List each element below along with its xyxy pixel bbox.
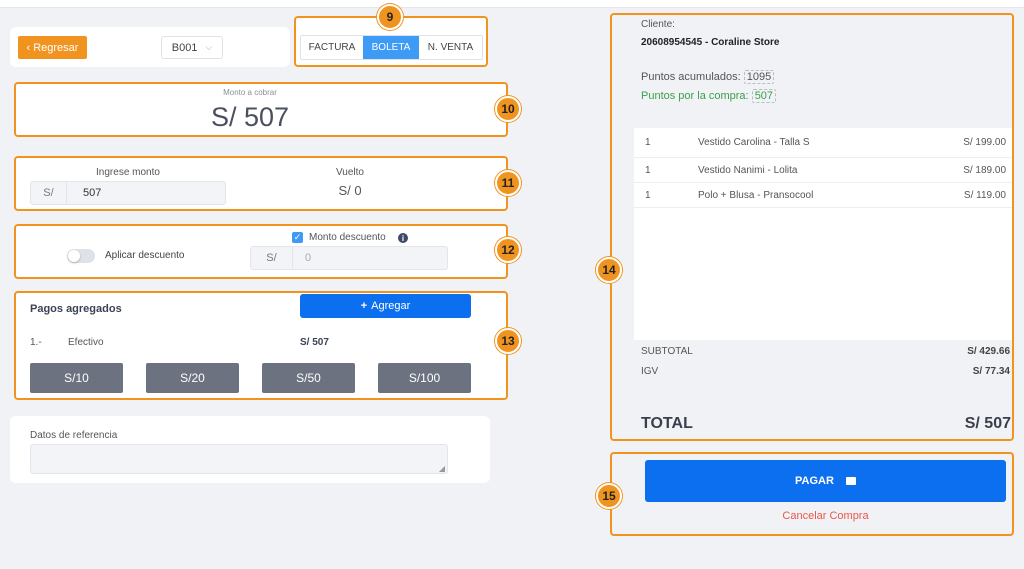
doc-type-segment: FACTURA BOLETA N. VENTA — [300, 35, 483, 60]
table-row[interactable]: 1 Vestido Nanimi - Lolita S/ 189.00 — [634, 158, 1012, 183]
monto-input[interactable]: S/ 507 — [30, 181, 226, 205]
series-select[interactable]: B001 ⌵ — [161, 36, 223, 59]
referencia-textarea[interactable]: ◢ — [30, 444, 448, 474]
cliente-label: Cliente: — [641, 19, 675, 30]
pay-button-label: PAGAR — [795, 475, 834, 487]
product-qty: 1 — [645, 164, 651, 176]
descuento-prefix: S/ — [251, 247, 293, 269]
monto-input-value: 507 — [83, 187, 102, 199]
payment-amount: S/ 507 — [300, 337, 329, 348]
badge-13: 13 — [495, 328, 521, 354]
vuelto-label: Vuelto — [336, 167, 364, 178]
descuento-input[interactable]: S/ 0 — [250, 246, 448, 270]
payment-method: Efectivo — [68, 337, 104, 348]
table-row[interactable]: 1 Polo + Blusa - Pransocool S/ 119.00 — [634, 183, 1012, 208]
pagos-title: Pagos agregados — [30, 303, 122, 315]
plus-icon: + — [360, 300, 368, 312]
product-name: Polo + Blusa - Pransocool — [698, 189, 814, 201]
monto-descuento-label: Monto descuento — [309, 232, 386, 243]
vuelto-value: S/ 0 — [338, 183, 362, 198]
product-price: S/ 199.00 — [963, 137, 1006, 148]
add-payment-label: Agregar — [371, 300, 411, 312]
puntos-acumulados-label: Puntos acumulados: — [641, 71, 741, 83]
product-qty: 1 — [645, 189, 651, 201]
descuento-placeholder: 0 — [305, 252, 312, 264]
product-price: S/ 119.00 — [963, 189, 1006, 201]
info-icon[interactable]: i — [398, 233, 408, 243]
resize-grip-icon: ◢ — [438, 464, 445, 473]
product-price: S/ 189.00 — [963, 164, 1006, 176]
chevron-left-icon: ‹ — [26, 41, 31, 54]
puntos-compra-label: Puntos por la compra: — [641, 90, 749, 102]
product-qty: 1 — [645, 137, 651, 148]
puntos-acumulados-value: 1095 — [743, 70, 775, 84]
igv-label: IGV — [641, 366, 659, 377]
back-button[interactable]: ‹ Regresar — [18, 36, 87, 59]
badge-9: 9 — [377, 4, 403, 30]
badge-14: 14 — [596, 257, 622, 283]
doc-type-factura[interactable]: FACTURA — [308, 42, 356, 53]
chevron-down-icon: ⌵ — [205, 42, 213, 52]
puntos-compra-value: 507 — [751, 89, 777, 103]
top-strip — [0, 0, 1024, 8]
card-icon — [845, 477, 856, 485]
descuento-toggle-label: Aplicar descuento — [105, 250, 185, 261]
badge-11: 11 — [495, 170, 521, 196]
referencia-label: Datos de referencia — [30, 430, 118, 441]
cliente-name: 20608954545 - Coraline Store — [641, 37, 780, 48]
badge-12: 12 — [495, 237, 521, 263]
quick-amount-20[interactable]: S/20 — [146, 363, 239, 393]
pay-button[interactable]: PAGAR — [645, 460, 1006, 502]
monto-cobrar-value: S/ 507 — [210, 102, 290, 132]
cancel-button[interactable]: Cancelar Compra — [782, 510, 869, 522]
product-name: Vestido Nanimi - Lolita — [698, 164, 798, 176]
product-table: 1 Vestido Carolina - Talla S S/ 199.00 1… — [634, 128, 1012, 340]
quick-amount-10[interactable]: S/10 — [30, 363, 123, 393]
payment-index: 1.- — [30, 337, 42, 348]
add-payment-button[interactable]: + Agregar — [300, 294, 471, 318]
badge-15: 15 — [596, 483, 622, 509]
product-name: Vestido Carolina - Talla S — [698, 137, 810, 148]
puntos-compra: Puntos por la compra: 507 — [641, 89, 777, 103]
series-value: B001 — [171, 41, 198, 54]
table-row[interactable]: 1 Vestido Carolina - Talla S S/ 199.00 — [634, 128, 1012, 158]
back-button-label: Regresar — [33, 41, 79, 54]
currency-prefix: S/ — [31, 182, 67, 204]
subtotal-value: S/ 429.66 — [967, 346, 1010, 357]
puntos-acumulados: Puntos acumulados: 1095 — [641, 70, 775, 84]
monto-cobrar-label: Monto a cobrar — [223, 88, 277, 97]
quick-amount-100[interactable]: S/100 — [378, 363, 471, 393]
subtotal-label: SUBTOTAL — [641, 346, 693, 357]
monto-descuento-checkbox[interactable]: ✓ — [292, 232, 303, 243]
badge-10: 10 — [495, 96, 521, 122]
total-label: TOTAL — [641, 415, 693, 432]
ingrese-monto-label: Ingrese monto — [96, 167, 160, 178]
total-value: S/ 507 — [964, 415, 1011, 432]
doc-type-boleta[interactable]: BOLETA — [363, 36, 419, 59]
igv-value: S/ 77.34 — [972, 366, 1010, 377]
monto-cobrar-panel — [14, 82, 508, 137]
doc-type-nventa[interactable]: N. VENTA — [427, 42, 474, 53]
descuento-toggle[interactable] — [67, 249, 95, 263]
quick-amount-50[interactable]: S/50 — [262, 363, 355, 393]
